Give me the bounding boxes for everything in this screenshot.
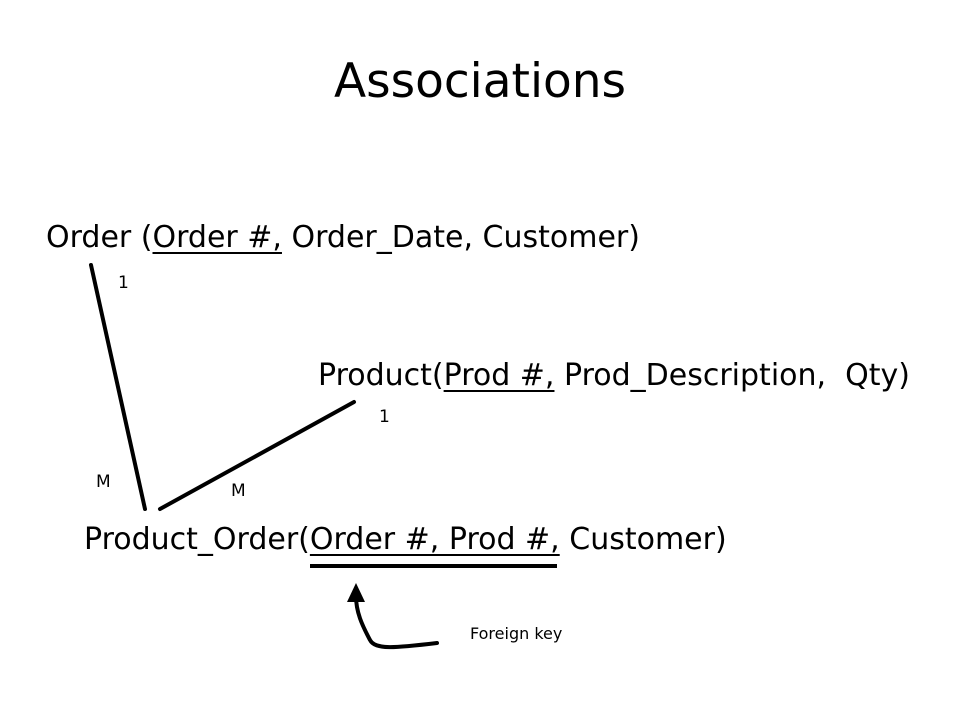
order-relation-name: Order (	[46, 220, 153, 255]
order-to-product-order-line	[89, 263, 147, 511]
cardinality-order-one: 1	[118, 273, 129, 293]
foreign-key-label: Foreign key	[470, 624, 563, 643]
order-primary-key: Order #,	[152, 220, 282, 255]
cardinality-po-right-many: M	[231, 481, 246, 501]
product-relation: Product(Prod #, Prod_Description, Qty)	[318, 361, 910, 391]
product-order-relation-name: Product_Order(	[84, 522, 310, 557]
order-relation: Order (Order #, Order_Date, Customer)	[46, 223, 640, 253]
slide-title: Associations	[333, 54, 627, 109]
order-attributes: Order_Date, Customer)	[281, 220, 640, 255]
product-attributes: Prod_Description, Qty)	[554, 358, 910, 393]
product-to-product-order-line	[158, 400, 356, 511]
cardinality-po-left-many: M	[96, 472, 111, 492]
foreign-key-arrow-icon	[354, 594, 439, 650]
product-order-relation: Product_Order(Order #, Prod #, Customer)	[84, 525, 727, 555]
product-primary-key: Prod #,	[443, 358, 555, 393]
foreign-key-arrowhead-icon	[347, 583, 365, 602]
cardinality-product-one: 1	[379, 407, 390, 427]
product-order-composite-key: Order #, Prod #,	[309, 522, 560, 557]
product-order-attributes: Customer)	[559, 522, 727, 557]
product-relation-name: Product(	[318, 358, 444, 393]
